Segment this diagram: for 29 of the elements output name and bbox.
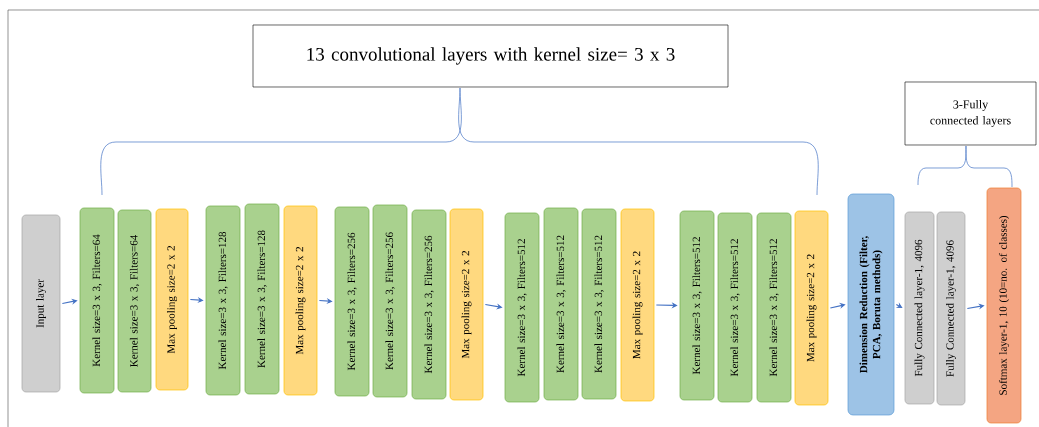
layer-box: Kernel size=3 x 3, Filters=128 [244, 203, 280, 395]
layer-box: Softmax layer-1, 10 (10=no. of classes) [986, 187, 1022, 424]
layer-box: Kernel size=3 x 3, Filters=256 [372, 204, 408, 398]
layer-box: Fully Connected layer-1, 4096 [936, 211, 966, 406]
layer-box: Kernel size=3 x 3, Filters=512 [581, 208, 617, 400]
layer-box: Kernel size=3 x 3, Filters=512 [543, 207, 579, 401]
layer-box: Max pooling size=2 x 2 [620, 208, 655, 402]
arrow [966, 303, 985, 310]
layer-box: Max pooling size=2 x 2 [155, 208, 189, 391]
layer-box: Kernel size=3 x 3, Filters=128 [205, 205, 241, 396]
layer-box: Max pooling size=2 x 2 [283, 205, 318, 396]
heading-box: 13 convolutional layers with kernel size= 3 x 3 [252, 24, 729, 88]
layer-box: Max pooling size=2 x 2 [449, 208, 484, 401]
layer-box: Input layer [21, 214, 61, 393]
heading-box: 3-Fully connected layers [904, 81, 1037, 146]
layer-box: Fully Connected layer-1, 4096 [904, 211, 935, 405]
layer-box: Kernel size=3 x 3, Filters=512 [504, 212, 540, 403]
layer-box: Kernel size=3 x 3, Filters=512 [679, 210, 715, 401]
arrow [829, 302, 846, 309]
layer-box: Kernel size=3 x 3, Filters=64 [79, 207, 115, 394]
layer-box: Kernel size=3 x 3, Filters=256 [334, 206, 370, 397]
layer-box: Max pooling size=2 x 2 [794, 210, 829, 406]
layer-box: Dimension Reduction (Filter, PCA, Boruta methods) [847, 193, 895, 416]
layer-box: Kernel size=3 x 3, Filters=64 [117, 209, 152, 393]
arrow [61, 298, 78, 305]
arrow [895, 302, 903, 308]
layer-box: Kernel size=3 x 3, Filters=256 [411, 209, 447, 400]
layer-box: Kernel size=3 x 3, Filters=512 [756, 212, 792, 403]
layer-box: Kernel size=3 x 3, Filters=512 [717, 212, 753, 403]
